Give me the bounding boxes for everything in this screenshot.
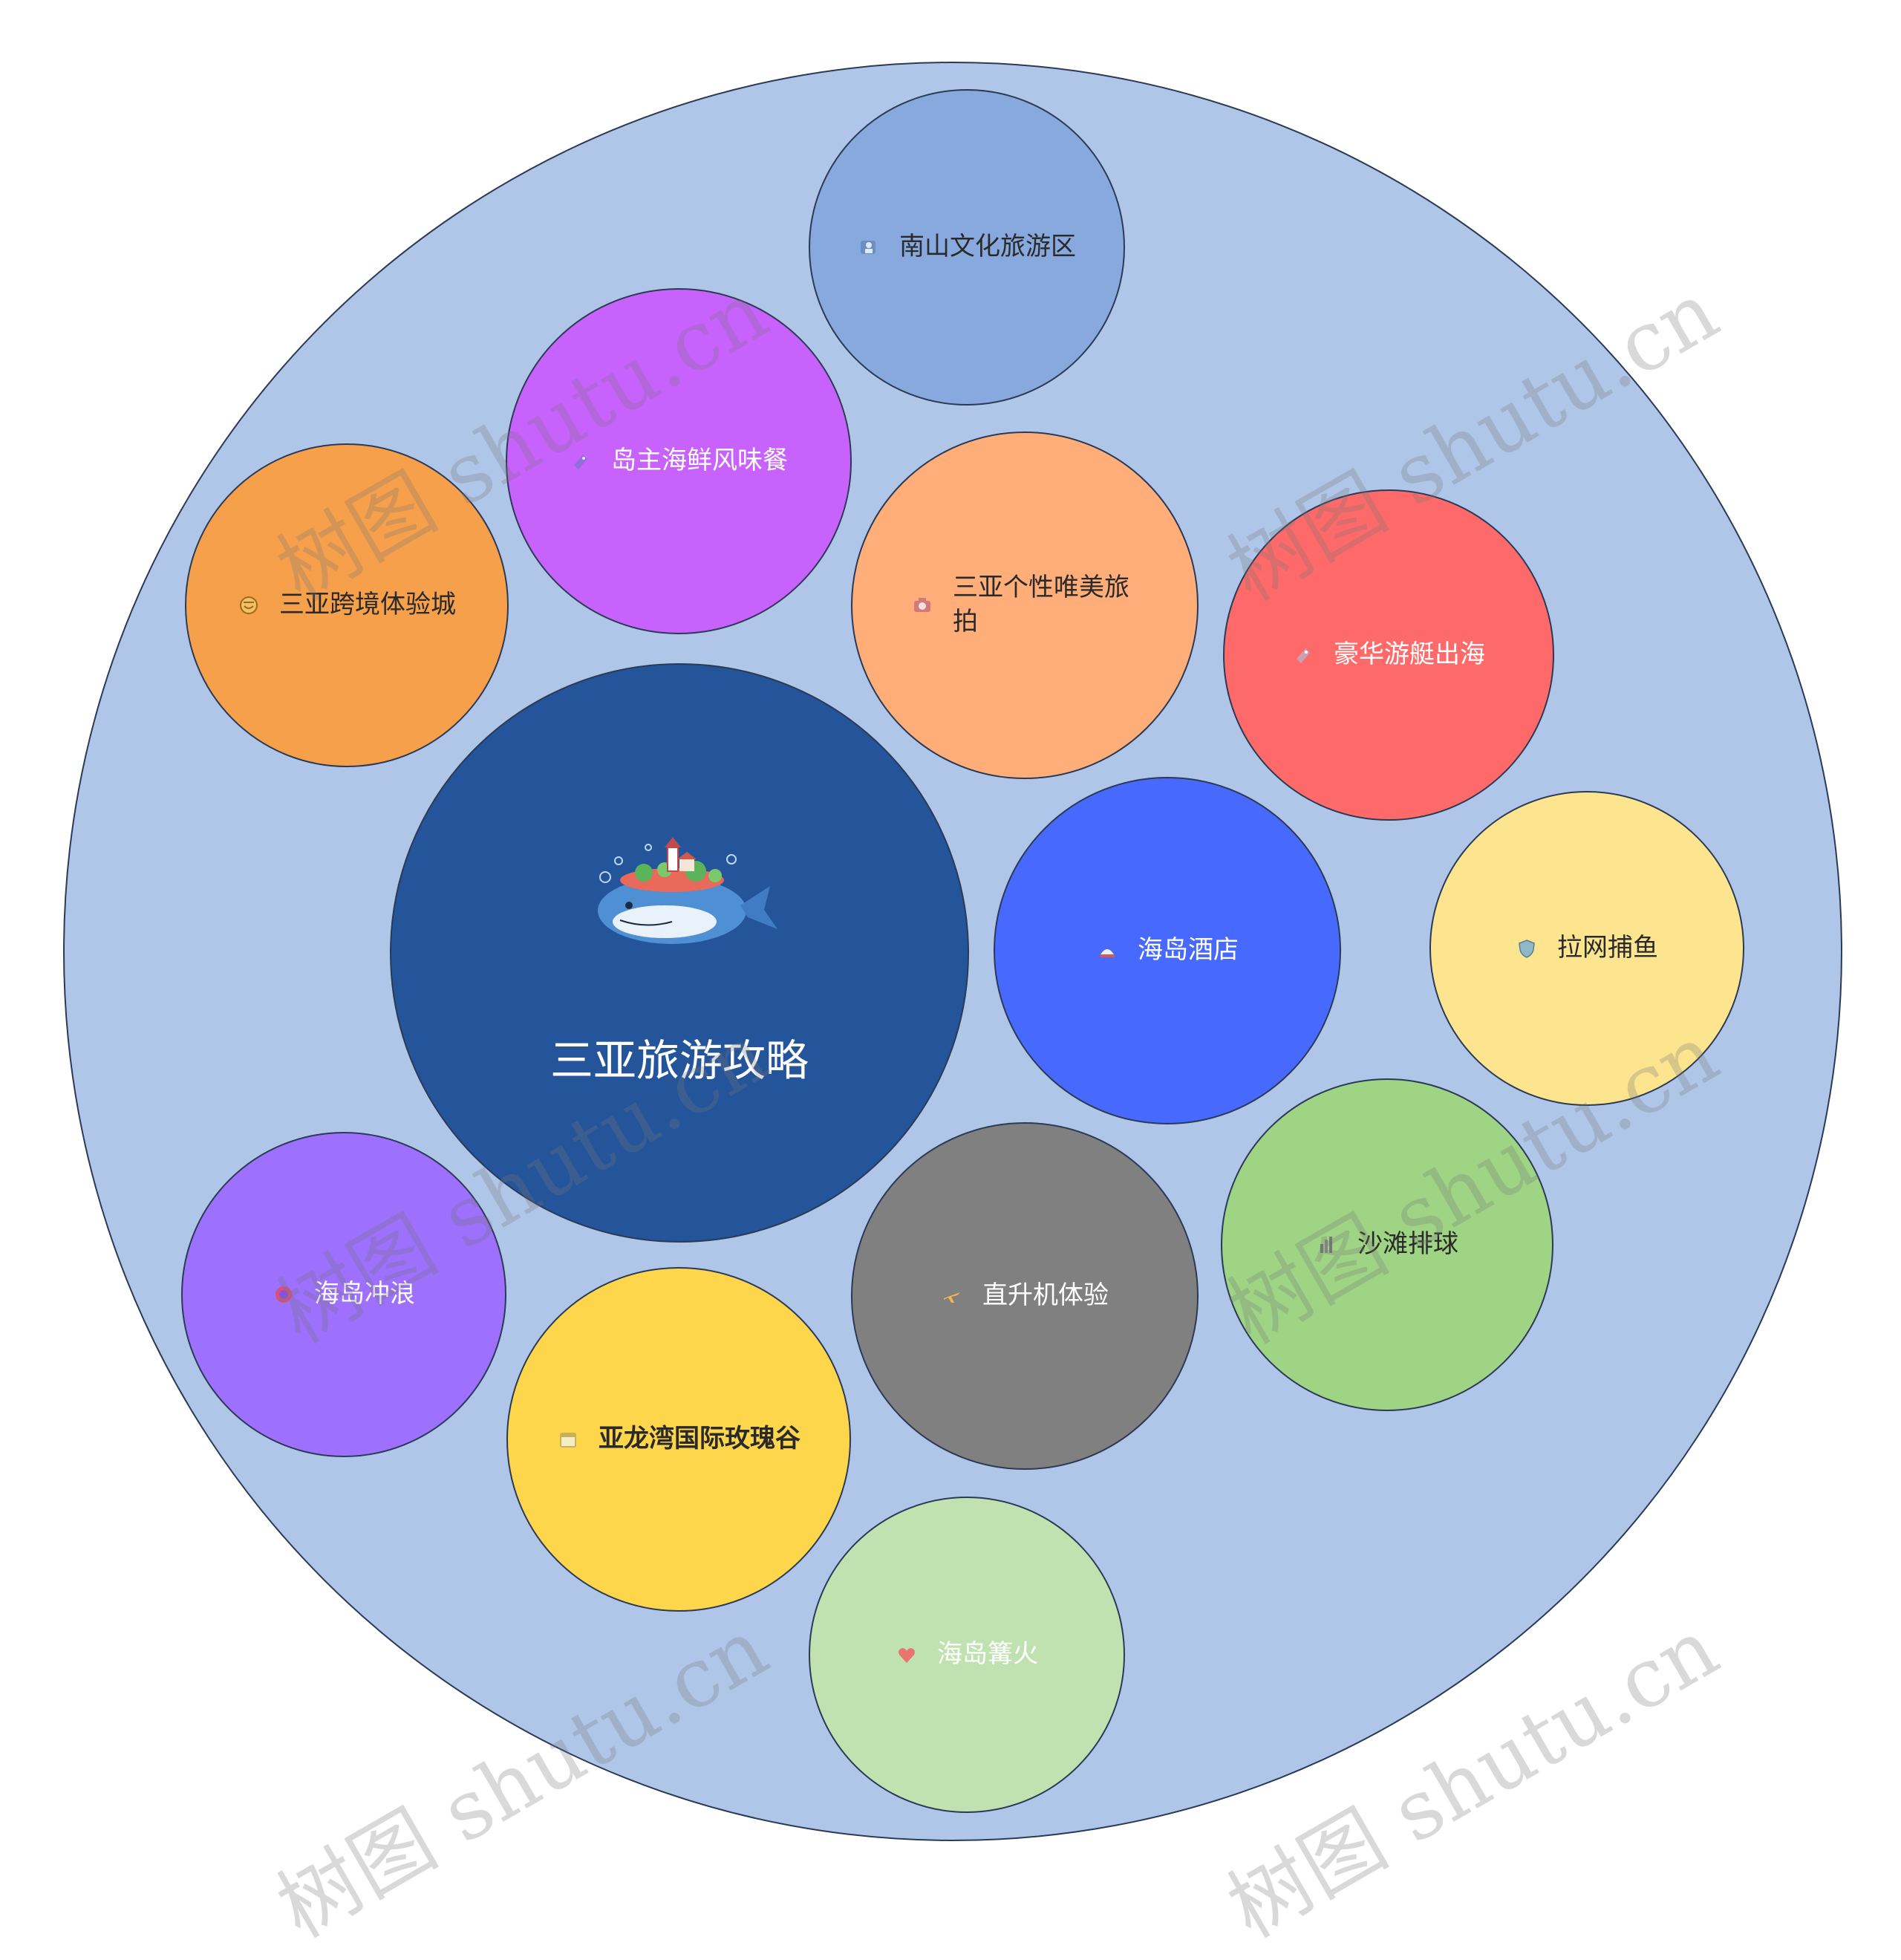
mindmap-canvas: 三亚旅游攻略 南山文化旅游区 岛主海鲜风味餐 三亚跨境体验城 三亚个性唯美旅拍 … [63, 62, 1842, 1956]
node-label: 沙滩排球 [1357, 1229, 1458, 1260]
node-label: 海岛篝火 [937, 1639, 1038, 1670]
node-hotel[interactable]: 海岛酒店 [994, 777, 1341, 1124]
node-bonfire[interactable]: 海岛篝火 [809, 1497, 1125, 1813]
node-label: 三亚跨境体验城 [279, 590, 456, 620]
node-nanshan[interactable]: 南山文化旅游区 [809, 89, 1125, 406]
node-volleyball[interactable]: 沙滩排球 [1221, 1078, 1553, 1411]
node-helicopter[interactable]: 直升机体验 [851, 1122, 1199, 1470]
node-label: 豪华游艇出海 [1334, 639, 1485, 670]
node-label: 三亚个性唯美旅拍 [953, 573, 1129, 636]
node-label: 亚龙湾国际玫瑰谷 [599, 1424, 800, 1454]
node-crossborder[interactable]: 三亚跨境体验城 [185, 443, 509, 767]
center-topic-title: 三亚旅游攻略 [550, 1035, 809, 1086]
calendar-icon [557, 1428, 579, 1451]
bar-chart-icon [1316, 1234, 1338, 1256]
node-label: 拉网捕鱼 [1557, 933, 1658, 963]
node-label: 南山文化旅游区 [899, 232, 1076, 262]
whale-island-illustration [598, 837, 777, 944]
fork-tag-icon [570, 450, 592, 472]
node-photo[interactable]: 三亚个性唯美旅拍 [851, 432, 1199, 779]
map-person-icon [858, 236, 880, 258]
node-seafood[interactable]: 岛主海鲜风味餐 [506, 288, 852, 634]
hotel-icon [1096, 940, 1118, 962]
tag-icon [1292, 644, 1314, 666]
node-rose[interactable]: 亚龙湾国际玫瑰谷 [506, 1267, 851, 1612]
heart-icon [896, 1644, 918, 1666]
node-label: 岛主海鲜风味餐 [611, 446, 788, 476]
smile-icon [238, 594, 260, 616]
plane-icon [941, 1285, 963, 1307]
node-label: 海岛冲浪 [314, 1279, 415, 1309]
target-icon [273, 1283, 295, 1306]
node-surf[interactable]: 海岛冲浪 [181, 1132, 506, 1457]
center-topic-node[interactable]: 三亚旅游攻略 [390, 663, 969, 1243]
node-label: 海岛酒店 [1138, 935, 1239, 966]
node-yacht[interactable]: 豪华游艇出海 [1223, 489, 1554, 821]
node-fishing[interactable]: 拉网捕鱼 [1429, 791, 1744, 1106]
camera-icon [911, 594, 933, 616]
shield-icon [1516, 937, 1538, 960]
node-label: 直升机体验 [982, 1280, 1109, 1311]
